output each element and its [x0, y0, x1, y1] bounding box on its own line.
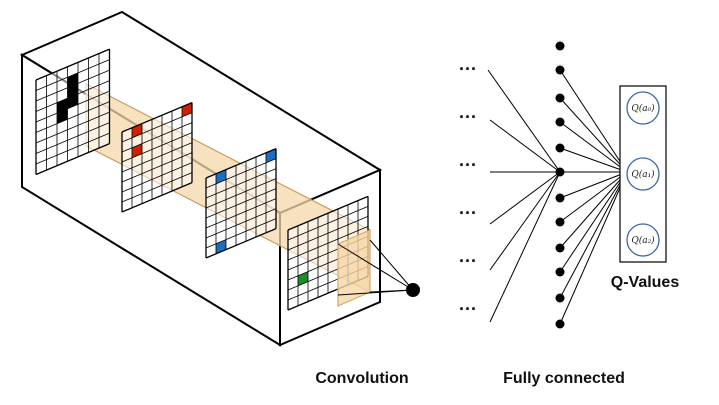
- fan-out-lines: [559, 69, 628, 325]
- conv-output-node: [406, 283, 420, 297]
- convolution-caption: Convolution: [315, 370, 408, 387]
- q-value-label-2: Q(a₂): [631, 235, 655, 246]
- ellipsis-1: ...: [459, 102, 477, 122]
- hidden-layer-ellipsis: ..................: [459, 54, 477, 314]
- ellipsis-3: ...: [459, 198, 477, 218]
- conv-layer-2-grid: [205, 148, 277, 259]
- input-layer-grid: [35, 48, 111, 176]
- ellipsis-2: ...: [459, 150, 477, 170]
- ellipsis-5: ...: [459, 294, 477, 314]
- q-value-label-1: Q(a₁): [631, 169, 655, 180]
- ellipsis-4: ...: [459, 246, 477, 266]
- feature-map-grids: [35, 48, 371, 311]
- q-value-node-2: Q(a₂): [626, 223, 660, 257]
- conv-layer-1-grid: [121, 102, 193, 213]
- q-value-label-0: Q(a₀): [631, 103, 655, 114]
- conv-to-node-lines: [337, 239, 414, 296]
- fan-in-lines: [487, 69, 561, 323]
- hidden-node-0: [555, 41, 565, 51]
- fully-connected-caption: Fully connected: [503, 370, 625, 387]
- q-value-node-1: Q(a₁): [626, 157, 660, 191]
- q-values-caption: Q-Values: [611, 274, 680, 291]
- q-value-node-0: Q(a₀): [626, 91, 660, 125]
- ellipsis-0: ...: [459, 54, 477, 74]
- fully-connected-nodes: [555, 41, 565, 329]
